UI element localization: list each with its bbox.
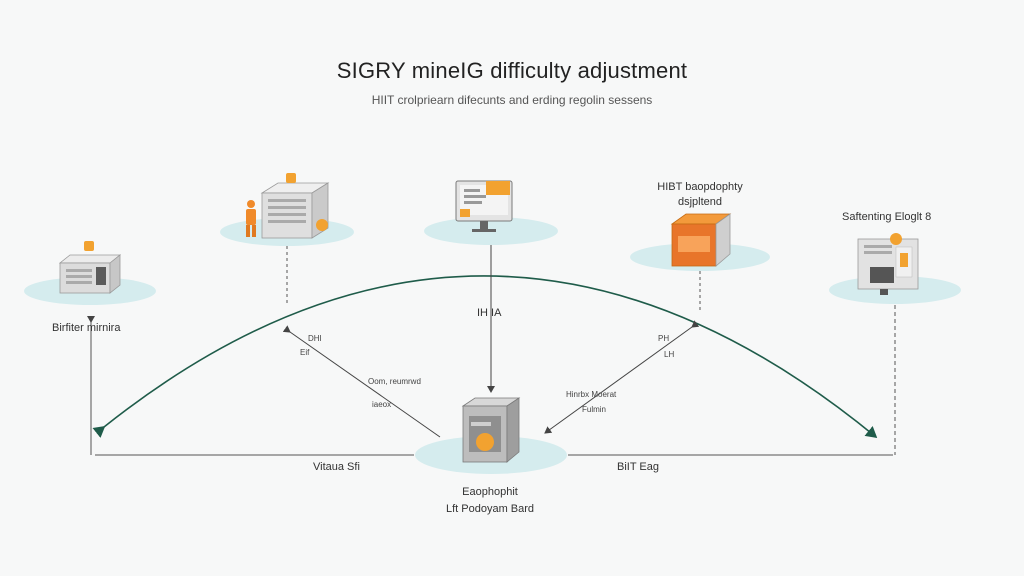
diagram-subtitle: HIIT crolpriearn difecunts and erding re… bbox=[371, 93, 653, 107]
connector-right-diagonal bbox=[544, 320, 700, 434]
node-label-left: Birfiter mirnira bbox=[52, 322, 121, 334]
node-label-right: Saftenting Eloglt 8 bbox=[842, 211, 932, 223]
computer-server-icon bbox=[857, 233, 919, 295]
server-icon bbox=[58, 241, 122, 294]
monitor-icon bbox=[455, 180, 513, 232]
edge-label-right-diag-mid-1: Hinrbx Moerat bbox=[566, 390, 617, 399]
edge-label-right-diag-mid-2: Fulmin bbox=[582, 405, 607, 414]
connector-left-diagonal bbox=[282, 325, 441, 438]
node-label-bottom-line2: Lft Podoyam Bard bbox=[445, 503, 535, 515]
edge-label-left-diag-mid-2: iaeox bbox=[372, 400, 392, 409]
edge-label-left-diag-mid-1: Oom, reumrwd bbox=[368, 377, 421, 386]
adjustment-arc bbox=[92, 275, 878, 439]
diagram-title: SIGRY mineIG difficulty adjustment bbox=[336, 58, 688, 83]
node-label-bottom-line1: Eaophophit bbox=[462, 486, 518, 498]
vault-icon bbox=[461, 397, 521, 463]
edge-label-right-diagonal-2: LH bbox=[664, 350, 675, 359]
edge-label-bottom-left: Vitaua Sfi bbox=[313, 461, 360, 473]
server-rack-icon bbox=[260, 173, 330, 239]
node-label-bottom: Eaophophit Lft Podoyam Bard bbox=[420, 486, 560, 515]
edge-label-center-vertical: IH IA bbox=[477, 307, 502, 319]
edge-label-right-diagonal-1: PH bbox=[658, 334, 670, 343]
node-label-right-center-line1: HIBT baopdophty bbox=[657, 181, 743, 193]
edge-label-bottom-right: BiIT Eag bbox=[617, 461, 659, 473]
edge-label-left-diagonal-1: DHI bbox=[308, 334, 322, 343]
worker-icon bbox=[246, 200, 256, 237]
node-label-right-center-line2: dsjpltend bbox=[677, 196, 723, 208]
edge-label-left-diagonal-2: Eif bbox=[300, 348, 310, 357]
orange-box-icon bbox=[670, 213, 732, 267]
node-label-right-center: HIBT baopdophty dsjpltend bbox=[640, 181, 760, 208]
